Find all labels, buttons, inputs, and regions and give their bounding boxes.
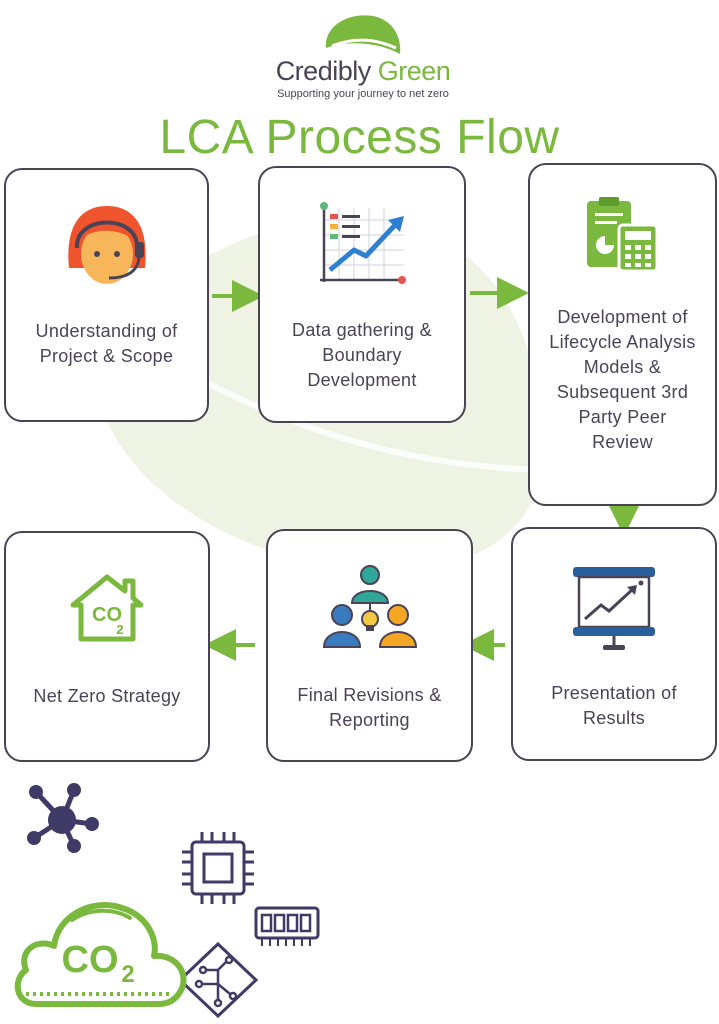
logo-tagline: Supporting your journey to net zero xyxy=(277,88,449,100)
step-understanding: Understanding of Project & Scope xyxy=(4,168,209,422)
step-final-revisions: Final Revisions & Reporting xyxy=(266,529,473,762)
step-presentation: Presentation of Results xyxy=(511,527,717,761)
co2-cloud-subscript: 2 xyxy=(121,961,134,988)
credibly-green-logo: Credibly Green Supporting your journey t… xyxy=(258,8,468,114)
step-label: Final Revisions & Reporting xyxy=(297,685,442,730)
presentation-board-icon xyxy=(573,567,655,650)
headset-person-icon xyxy=(67,206,146,284)
microchip-icon xyxy=(182,832,254,904)
clipboard-calculator-icon xyxy=(586,197,658,273)
team-idea-icon xyxy=(322,565,417,648)
step-data-gathering: Data gathering & Boundary Development xyxy=(258,166,466,423)
page-title: LCA Process Flow xyxy=(159,111,560,164)
svg-text:2: 2 xyxy=(116,622,123,637)
co2-cloud-text: CO xyxy=(62,939,119,981)
co2-cloud-icon: CO 2 xyxy=(14,902,187,1007)
step-lca-models: Development of Lifecycle Analysis Models… xyxy=(528,163,717,506)
step-label: Understanding of Project & Scope xyxy=(35,321,178,366)
step-label: Presentation of Results xyxy=(551,683,677,728)
leaf-logo-icon xyxy=(325,15,401,54)
growth-chart-icon xyxy=(320,202,406,284)
memory-module-icon xyxy=(254,906,320,946)
circuit-board-icon xyxy=(177,941,259,1019)
step-net-zero: CO 2 Net Zero Strategy xyxy=(4,531,210,762)
co2-house-icon: CO 2 xyxy=(70,574,144,642)
step-label: Development of Lifecycle Analysis Models… xyxy=(549,307,696,452)
svg-text:CO: CO xyxy=(92,604,122,626)
step-label: Net Zero Strategy xyxy=(33,686,181,706)
step-label: Data gathering & Boundary Development xyxy=(292,320,432,390)
logo-name: Credibly Green xyxy=(275,56,451,86)
network-node-icon xyxy=(27,783,99,853)
